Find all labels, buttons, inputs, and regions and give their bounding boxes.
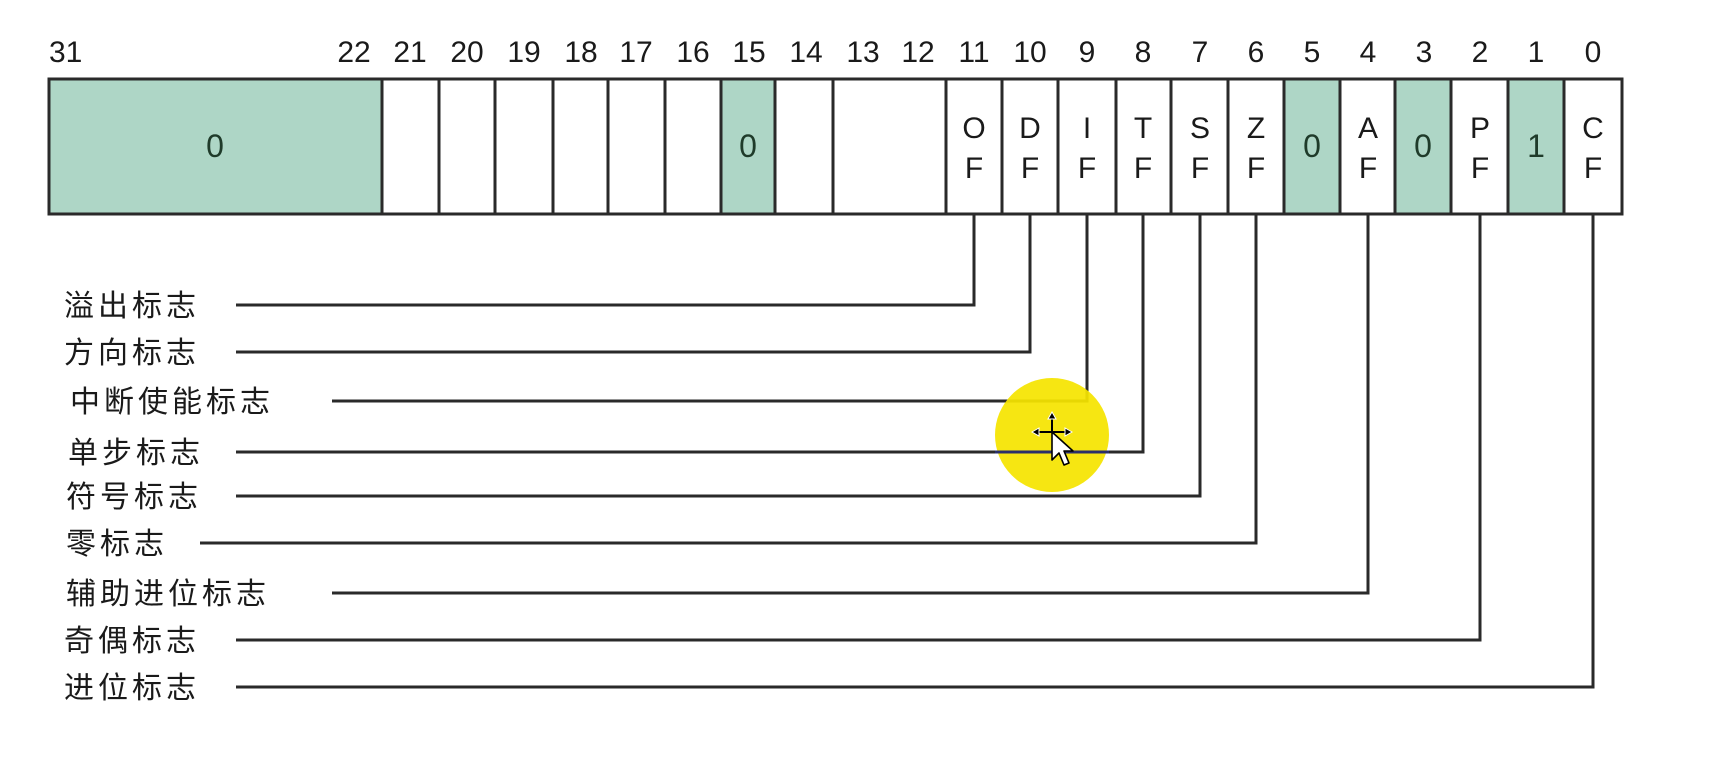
register-cell-tf (1114, 77, 1173, 216)
bit-number: 12 (901, 36, 934, 69)
flag-letter: I (1083, 112, 1091, 145)
register-cell-reserved (1506, 77, 1566, 216)
connector-zf (200, 214, 1258, 545)
flag-label-df: 方向标志 (64, 336, 200, 371)
register-cell-of (944, 77, 1004, 216)
bit-number: 21 (393, 36, 426, 69)
connector-df (236, 214, 1032, 354)
bit-number: 9 (1079, 36, 1096, 69)
flag-letter: F (1191, 152, 1209, 185)
register-cell-if (1056, 77, 1118, 216)
bit-number: 6 (1248, 36, 1265, 69)
bit-number: 2 (1472, 36, 1489, 69)
cell-value: 0 (206, 128, 224, 164)
register-cell-sf (1169, 77, 1230, 216)
flag-letter: F (1021, 152, 1039, 185)
register-cell-cf (1562, 77, 1624, 216)
flag-letter: A (1358, 112, 1378, 145)
flag-letter: F (1134, 152, 1152, 185)
flag-letter: P (1470, 112, 1490, 145)
bit-number: 7 (1192, 36, 1209, 69)
register-cell (493, 77, 555, 216)
flag-label-tf: 单步标志 (68, 436, 204, 471)
bit-number: 10 (1013, 36, 1046, 69)
bit-number: 20 (450, 36, 483, 69)
flag-label-of: 溢出标志 (64, 289, 200, 324)
bit-number: 8 (1135, 36, 1152, 69)
cell-value: 0 (739, 128, 757, 164)
bit-number: 18 (564, 36, 597, 69)
register-cell-reserved (47, 77, 384, 216)
register-cell-pf (1449, 77, 1510, 216)
cell-value: 1 (1527, 128, 1545, 164)
flag-letter: F (1584, 152, 1602, 185)
register-cell (773, 77, 835, 216)
connector-tf (236, 214, 1145, 454)
bit-number: 5 (1304, 36, 1321, 69)
flag-letter: F (1359, 152, 1377, 185)
connector-cf (236, 214, 1595, 689)
connector-of (236, 214, 976, 307)
flag-label-af: 辅助进位标志 (66, 577, 270, 612)
flag-letter: F (1471, 152, 1489, 185)
register-cells: 0 0 O F D F I F T F S F Z F (47, 77, 1624, 216)
register-cell (380, 77, 441, 216)
connector-lines (200, 214, 1595, 689)
flag-labels: 溢出标志 方向标志 中断使能标志 单步标志 符号标志 零标志 辅助进位标志 奇偶… (64, 289, 274, 706)
register-cell-zf (1226, 77, 1286, 216)
register-cell (437, 77, 497, 216)
connector-sf (236, 214, 1202, 498)
bit-number: 22 (337, 36, 370, 69)
connector-pf (236, 214, 1482, 642)
register-cell (831, 77, 948, 216)
flag-label-zf: 零标志 (66, 527, 168, 562)
bit-number: 1 (1528, 36, 1545, 69)
flag-letter: C (1582, 112, 1604, 145)
flag-letter: F (1247, 152, 1265, 185)
bit-number: 16 (676, 36, 709, 69)
register-cell-reserved (719, 77, 777, 216)
flag-label-sf: 符号标志 (66, 480, 202, 515)
flag-letter: Z (1247, 112, 1265, 145)
register-cell-df (1000, 77, 1060, 216)
bit-number-row: 31 22 21 20 19 18 17 16 15 14 13 12 11 1… (49, 36, 1601, 69)
flag-letter: T (1134, 112, 1152, 145)
bit-number: 4 (1360, 36, 1377, 69)
bit-number: 14 (789, 36, 822, 69)
bit-number: 0 (1585, 36, 1602, 69)
connector-af (332, 214, 1370, 595)
flag-label-cf: 进位标志 (64, 671, 200, 706)
flag-letter: O (962, 112, 985, 145)
bit-number: 19 (507, 36, 540, 69)
move-cursor-icon (1030, 410, 1074, 466)
flag-letter: F (965, 152, 983, 185)
register-cell-reserved (1282, 77, 1342, 216)
cell-value: 0 (1303, 128, 1321, 164)
bit-number: 13 (846, 36, 879, 69)
flag-letter: D (1019, 112, 1041, 145)
cell-value: 0 (1414, 128, 1432, 164)
bit-number: 11 (958, 36, 989, 69)
register-cell (606, 77, 667, 216)
bit-number: 31 (49, 36, 82, 69)
flag-letter: S (1190, 112, 1210, 145)
bit-number: 17 (619, 36, 652, 69)
register-cell (551, 77, 610, 216)
bit-number: 3 (1416, 36, 1433, 69)
flag-letter: F (1078, 152, 1096, 185)
bit-number: 15 (732, 36, 765, 69)
flag-label-pf: 奇偶标志 (64, 624, 200, 659)
flag-label-if: 中断使能标志 (70, 385, 274, 420)
register-cell (663, 77, 723, 216)
register-cell-af (1338, 77, 1397, 216)
